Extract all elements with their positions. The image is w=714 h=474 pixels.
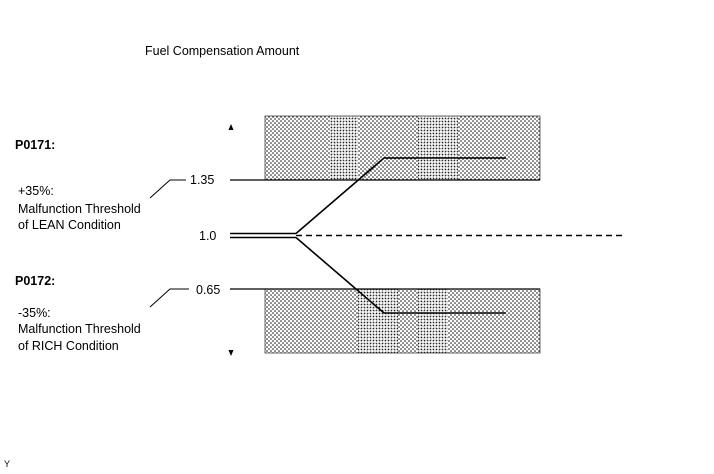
lean-malfunction-zone xyxy=(264,115,541,181)
p0171-desc-line2: of LEAN Condition xyxy=(18,218,121,232)
rich-compensation-trace xyxy=(295,236,506,314)
lean-compensation-trace xyxy=(295,157,506,235)
lower-value-label: 0.65 xyxy=(196,283,221,297)
arrow-down-icon xyxy=(228,350,234,356)
upper-value-label: 1.35 xyxy=(190,173,215,187)
p0171-code: P0171: xyxy=(15,138,56,152)
lean-leader-line xyxy=(149,179,186,199)
rich-leader-line xyxy=(149,288,189,308)
center-value-label: 1.0 xyxy=(199,229,217,243)
diagram-title: Fuel Compensation Amount xyxy=(145,44,300,58)
baseline-1-0 xyxy=(230,232,623,239)
p0172-code: P0172: xyxy=(15,274,56,288)
p0171-percent: +35%: xyxy=(18,184,54,198)
p0172-desc-line2: of RICH Condition xyxy=(18,339,119,353)
arrow-up-icon xyxy=(228,124,234,130)
rich-malfunction-zone xyxy=(264,288,541,354)
p0172-percent: -35%: xyxy=(18,306,51,320)
p0171-desc-line1: Malfunction Threshold xyxy=(18,202,141,216)
p0172-desc-line1: Malfunction Threshold xyxy=(18,322,141,336)
corner-label: Y xyxy=(4,459,11,469)
